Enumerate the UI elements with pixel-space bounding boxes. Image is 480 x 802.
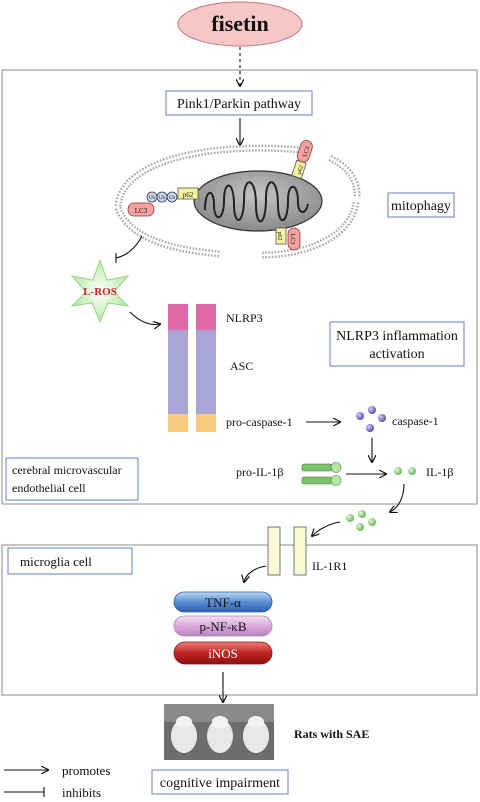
mitophagy-box [387, 192, 455, 218]
il-1b-particles [394, 467, 416, 475]
activation-line2: activation [369, 347, 424, 362]
p62-left: p62 [177, 187, 199, 200]
il-1b-extracellular [346, 510, 376, 531]
il-1r1-receptor [267, 526, 307, 576]
procaspase-label: pro-caspase-1 [226, 415, 293, 429]
release-arrow [390, 483, 405, 512]
receptor-arrow [312, 521, 341, 536]
p62-lc3-bottom-right: p62 LC3 [275, 227, 301, 251]
nlrp3-label: NLRP3 [226, 311, 263, 325]
pathway-box [165, 90, 313, 116]
ros-label: L-ROS [83, 286, 117, 298]
inflammasome-columns [168, 304, 216, 432]
mitophagy-label: mitophagy [391, 199, 451, 214]
pro-il-label: pro-IL-1β [236, 465, 283, 479]
inos-pill: iNOS [173, 641, 273, 665]
ubiquitin-chain: Ub Ub Ub [146, 191, 178, 203]
autophagosome-membrane [114, 144, 361, 259]
il-label: IL-1β [426, 465, 453, 479]
cognitive-label: cognitive impairment [160, 776, 280, 791]
caspase-1-particles [356, 406, 386, 432]
svg-text:p-NF-κB: p-NF-κB [200, 619, 247, 634]
mitochondrion [193, 170, 323, 232]
svg-text:LC3: LC3 [302, 146, 311, 158]
svg-text:p62: p62 [183, 191, 194, 199]
endothelial-line2: endothelial cell [12, 481, 86, 495]
endothelial-label-box [5, 457, 139, 501]
fisetin-label: fisetin [211, 11, 268, 36]
svg-text:p62: p62 [276, 232, 282, 241]
ros-arrow [129, 311, 160, 325]
nfkb-pill: p-NF-κB [173, 615, 273, 637]
endothelial-cell-outline [1, 69, 478, 505]
tnf-alpha-pill: TNF-α [173, 591, 273, 613]
lc3-left: LC3 [127, 202, 155, 217]
inhibit-arrow-ros [115, 235, 143, 263]
activation-line1: NLRP3 inflammation [336, 329, 458, 344]
svg-text:LC3: LC3 [135, 207, 148, 215]
microglia-label-box [7, 547, 133, 575]
legend-inhibits-label: inhibits [62, 785, 101, 800]
ros-star: L-ROS [70, 258, 130, 324]
rats-photo [164, 704, 274, 760]
p62-lc3-top-right: p62 LC3 [291, 140, 313, 180]
svg-text:iNOS: iNOS [208, 646, 238, 661]
rats-label: Rats with SAE [294, 727, 369, 741]
legend: promotes inhibits [4, 763, 110, 800]
cognitive-box [151, 769, 289, 795]
endothelial-line1: cerebral microvascular [12, 463, 122, 477]
fisetin-node: fisetin [177, 1, 303, 47]
svg-text:TNF-α: TNF-α [205, 595, 241, 610]
ub-label-3: Ub [169, 196, 176, 201]
il-1r1-label: IL-1R1 [312, 559, 347, 573]
svg-text:p62: p62 [297, 165, 305, 175]
caspase-label: caspase-1 [392, 414, 439, 428]
svg-text:LC3: LC3 [289, 234, 295, 245]
ub-label-2: Ub [159, 196, 166, 201]
receptor-signal-arrow [244, 565, 267, 582]
asc-label: ASC [230, 359, 253, 373]
legend-promotes-label: promotes [62, 763, 110, 778]
nlrp3-activation-box [329, 321, 465, 367]
pathway-label: Pink1/Parkin pathway [177, 97, 301, 112]
microglia-cell-outline [1, 544, 478, 696]
pro-il-1b-shape [301, 462, 342, 486]
ub-label-1: Ub [149, 196, 156, 201]
microglia-label: microglia cell [20, 554, 92, 569]
